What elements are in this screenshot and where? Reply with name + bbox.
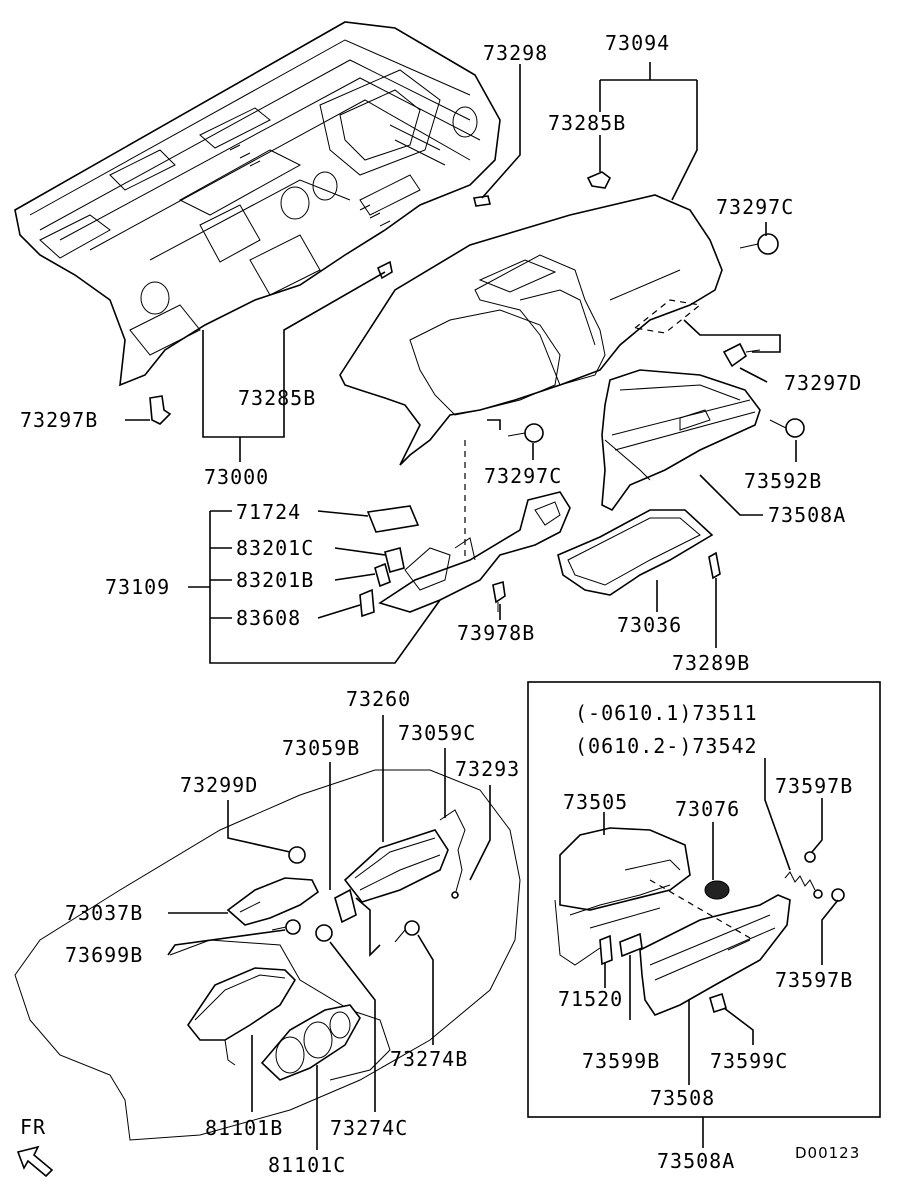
harness-73059C <box>439 809 466 899</box>
label-73599C: 73599C <box>710 1049 788 1073</box>
label-73297C-mid: 73297C <box>484 464 562 488</box>
diagram-code: D00123 <box>795 1144 860 1162</box>
clip-73597B-bot <box>831 888 845 902</box>
label-73285B-top: 73285B <box>548 111 626 135</box>
label-73508A-bot: 73508A <box>657 1149 735 1173</box>
label-71520: 71520 <box>558 987 623 1011</box>
label-73000: 73000 <box>204 465 269 489</box>
callout-labels: 73298 73094 73285B 73297C 73297D 73285B … <box>20 31 862 1177</box>
clip-83201B <box>374 562 391 588</box>
label-73109: 73109 <box>105 575 170 599</box>
label-73297D: 73297D <box>784 371 862 395</box>
fastener-73299D <box>288 846 306 864</box>
label-73094: 73094 <box>605 31 670 55</box>
label-81101C: 81101C <box>268 1153 346 1177</box>
label-73059C: 73059C <box>398 721 476 745</box>
bolt-73274B <box>394 920 420 943</box>
meter-hood-81101B <box>187 967 297 1066</box>
label-73298: 73298 <box>483 41 548 65</box>
glove-box-outer-73505 <box>554 827 691 966</box>
label-73505: 73505 <box>563 790 628 814</box>
glove-box-lid-73508 <box>639 894 791 1016</box>
label-81101B: 81101B <box>205 1116 283 1140</box>
bracket-73059B <box>334 888 357 924</box>
label-73508A-top: 73508A <box>768 503 846 527</box>
damper-73511 <box>784 871 823 899</box>
label-83608: 83608 <box>236 606 301 630</box>
pin-73599B <box>619 932 643 958</box>
label-73542: (0610.2-)73542 <box>575 734 758 758</box>
clip-83608 <box>359 588 375 618</box>
bolt-73297D <box>722 342 761 368</box>
screw-73297C-mid <box>507 423 544 443</box>
label-73508: 73508 <box>650 1086 715 1110</box>
clip-73285B-top <box>586 171 612 189</box>
label-73297C-top: 73297C <box>716 195 794 219</box>
label-73511: (-0610.1)73511 <box>575 701 758 725</box>
knee-airbag-73260 <box>343 829 449 903</box>
label-73059B: 73059B <box>282 736 360 760</box>
glove-box-assembly <box>601 369 761 512</box>
instrument-panel-frame <box>14 21 501 387</box>
panel-upper-cover <box>339 194 723 466</box>
label-73597B-bot: 73597B <box>775 968 853 992</box>
label-73037B: 73037B <box>65 901 143 925</box>
clip-83201C <box>384 547 405 573</box>
stopper-71520 <box>599 934 613 966</box>
screw-73592B <box>769 418 805 438</box>
label-73293: 73293 <box>455 757 520 781</box>
label-73076: 73076 <box>675 797 740 821</box>
screw-73699B <box>271 919 301 935</box>
label-83201B: 83201B <box>236 568 314 592</box>
stopper-73599C <box>709 992 727 1014</box>
glove-box-liner <box>557 509 714 596</box>
bolt-73297B <box>149 395 172 425</box>
side-lower-panel <box>378 491 571 613</box>
label-73274B: 73274B <box>390 1047 468 1071</box>
label-73978B: 73978B <box>457 621 535 645</box>
switch-bezel-73037B <box>226 877 320 926</box>
pad-71724 <box>366 505 420 533</box>
label-73297B: 73297B <box>20 408 98 432</box>
label-73260: 73260 <box>346 687 411 711</box>
label-73299D: 73299D <box>180 773 258 797</box>
meter-bezel-81101C <box>260 1004 361 1081</box>
label-fr: FR <box>20 1115 46 1139</box>
label-73592B: 73592B <box>744 469 822 493</box>
front-arrow-icon <box>16 1145 54 1178</box>
label-73036: 73036 <box>617 613 682 637</box>
bolt-73274C <box>315 924 333 942</box>
label-73289B: 73289B <box>672 651 750 675</box>
bolt-73289B <box>708 551 721 580</box>
clip-73597B-top <box>804 851 816 863</box>
label-73274C: 73274C <box>330 1116 408 1140</box>
clip-73978B <box>492 580 506 612</box>
label-73699B: 73699B <box>65 943 143 967</box>
label-73599B: 73599B <box>582 1049 660 1073</box>
label-73285B-mid: 73285B <box>238 386 316 410</box>
lock-73076 <box>704 880 730 900</box>
label-73597B-top: 73597B <box>775 774 853 798</box>
glove-box-detail-frame <box>527 681 881 1118</box>
label-71724: 71724 <box>236 500 301 524</box>
label-83201C: 83201C <box>236 536 314 560</box>
screw-73297C-top <box>739 233 779 255</box>
